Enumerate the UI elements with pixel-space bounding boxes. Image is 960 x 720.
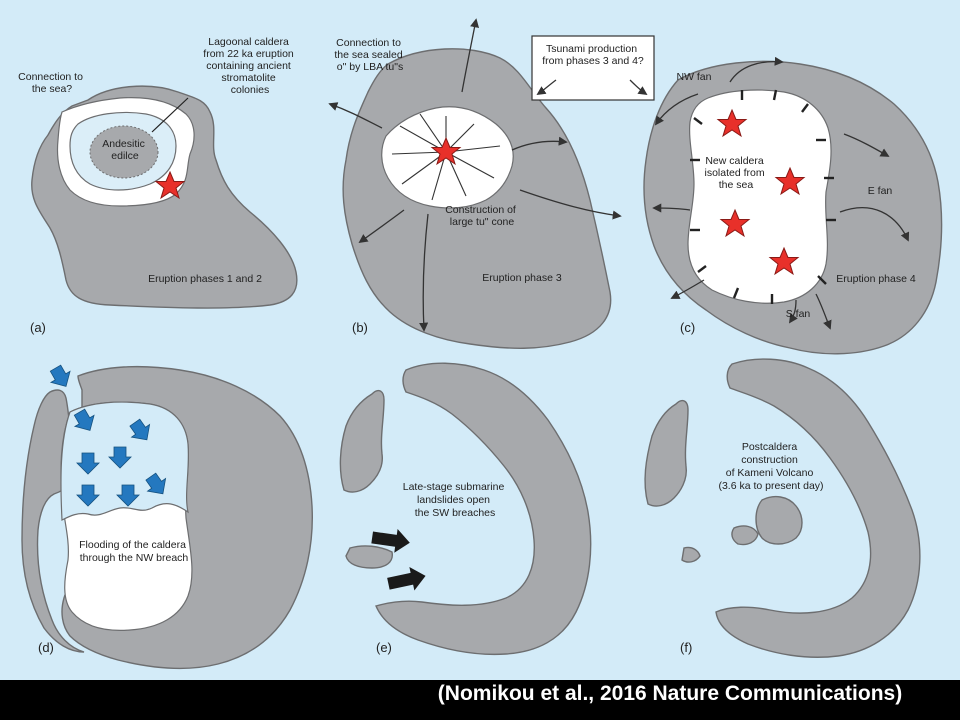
panel-e-therasia (339, 389, 385, 493)
panel-a-connection-label: Connection to the sea? (18, 71, 86, 95)
panel-c-letter: (c) (680, 320, 695, 335)
panel-e-breach-arrow-1 (371, 528, 410, 553)
panel-c-tsunami-arrow-left (536, 79, 557, 96)
panel-c-nw-fan-label: NW fan (676, 71, 711, 83)
panel-c: Tsunami production from phases 3 and 4? (531, 35, 943, 355)
panel-c-e-fan-label: E fan (868, 185, 893, 197)
panel-f-aspronisi (681, 546, 701, 563)
panel-f-letter: (f) (680, 640, 692, 655)
panel-b-letter: (b) (352, 320, 368, 335)
panel-a-andesitic-edifice (89, 125, 159, 179)
panel-d: Flooding of the caldera through the NW b… (21, 362, 313, 670)
panel-f-kameni-west (731, 525, 759, 546)
panel-c-tsunami-label: Tsunami production from phases 3 and 4? (542, 43, 644, 67)
panel-c-fan-arrows (652, 56, 910, 330)
panel-c-tsunami-arrow-right (629, 79, 648, 96)
panel-c-new-caldera (687, 89, 832, 304)
panel-f-kameni-label: Postcaldera construction of Kameni Volca… (718, 441, 823, 492)
panel-f-kameni-main (755, 495, 803, 545)
panel-c-tsunami-box (531, 35, 655, 101)
panel-e-letter: (e) (376, 640, 392, 655)
panel-e-breach-arrow-2 (387, 567, 426, 591)
panel-f-therasia (644, 399, 689, 507)
panel-b-cone-label: Construction of large tu" cone (445, 204, 519, 228)
panel-c-caption: Eruption phase 4 (836, 273, 916, 285)
panel-d-flood-label: Flooding of the caldera through the NW b… (79, 539, 189, 564)
panel-a-lagoon-label: Lagoonal caldera from 22 ka eruption con… (203, 36, 296, 96)
panel-f-thera (715, 358, 921, 658)
panel-b-caption: Eruption phase 3 (482, 272, 562, 284)
panel-d-letter: (d) (38, 640, 54, 655)
panel-c-rim-ticks (690, 89, 836, 304)
panel-e-islet (345, 545, 393, 569)
panel-a-lagoon-leader (151, 97, 189, 133)
panel-f: Postcaldera construction of Kameni Volca… (644, 358, 921, 658)
panel-e-thera (375, 362, 592, 656)
panel-b-flow-arrows (328, 18, 622, 332)
panel-a-letter: (a) (30, 320, 46, 335)
panel-a-caption: Eruption phases 1 and 2 (148, 273, 262, 285)
panel-b: Connection to the sea sealed o" by LBA t… (328, 18, 622, 349)
panel-c-caldera-label: New caldera isolated from the sea (704, 155, 767, 191)
panel-e-landslide-label: Late-stage submarine landslides open the… (403, 481, 507, 519)
panel-a-edifice-label: Andesitic edilce (102, 138, 148, 162)
panel-a: Connection to the sea? Lagoonal caldera … (18, 36, 298, 335)
citation: (Nomikou et al., 2016 Nature Communicati… (437, 682, 903, 705)
panel-e: Late-stage submarine landslides open the… (339, 362, 592, 656)
panel-b-connection-label: Connection to the sea sealed o" by LBA t… (334, 37, 405, 73)
panel-c-s-fan-label: S fan (786, 308, 811, 320)
